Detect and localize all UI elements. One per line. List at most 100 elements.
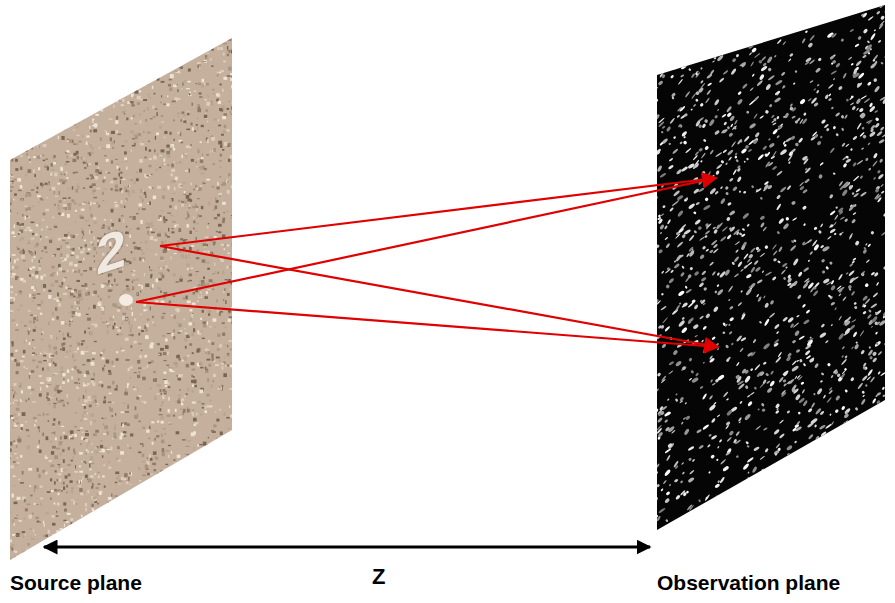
speckle-dot bbox=[218, 192, 220, 193]
speckle-dot bbox=[113, 41, 116, 44]
speckle-dot bbox=[169, 148, 171, 151]
speckle-dot bbox=[10, 186, 13, 188]
speckle-dot bbox=[140, 242, 142, 244]
speckle-dot bbox=[162, 335, 165, 336]
speckle-dot bbox=[81, 62, 84, 63]
speckle-dot bbox=[60, 167, 63, 171]
speckle-dot bbox=[128, 535, 131, 538]
speckle-dot bbox=[195, 271, 199, 272]
speckle-dot bbox=[138, 326, 141, 328]
speckle-dot bbox=[53, 254, 56, 257]
speckle-dot bbox=[118, 98, 121, 101]
speckle-dot bbox=[13, 125, 14, 128]
speckle-dot bbox=[68, 203, 72, 206]
speckle-dot bbox=[13, 383, 16, 386]
speckle-dot bbox=[146, 227, 150, 228]
speckle-dot bbox=[164, 371, 167, 374]
speckle-dot bbox=[198, 158, 200, 159]
speckle-dot bbox=[70, 115, 74, 117]
speckle-dot bbox=[218, 505, 221, 506]
speckle-dot bbox=[18, 479, 20, 480]
speckle-dot bbox=[78, 261, 82, 263]
speckle-dot bbox=[55, 86, 56, 89]
speckle-dot bbox=[29, 111, 31, 114]
speckle-dot bbox=[61, 482, 62, 485]
speckle-dot bbox=[118, 306, 121, 309]
speckle-dot bbox=[96, 447, 98, 448]
speckle-dot bbox=[176, 281, 179, 283]
speckle-dot bbox=[166, 365, 169, 366]
speckle-dot bbox=[163, 313, 166, 314]
speckle-dot bbox=[91, 486, 93, 489]
speckle-dot bbox=[212, 318, 216, 321]
speckle-dot bbox=[197, 348, 200, 352]
speckle-dot bbox=[29, 528, 32, 530]
speckle-dot bbox=[126, 538, 129, 540]
speckle-dot bbox=[61, 426, 64, 427]
speckle-dot bbox=[199, 498, 202, 500]
speckle-dot bbox=[137, 38, 141, 41]
speckle-dot bbox=[108, 550, 110, 553]
speckle-dot bbox=[178, 538, 180, 542]
speckle-dot bbox=[171, 215, 172, 216]
speckle-dot bbox=[207, 226, 209, 229]
speckle-dot bbox=[84, 240, 86, 242]
speckle-dot bbox=[81, 209, 85, 211]
speckle-dot bbox=[138, 493, 142, 495]
speckle-dot bbox=[30, 495, 32, 497]
speckle-dot bbox=[15, 168, 18, 171]
speckle-dot bbox=[219, 312, 221, 316]
speckle-dot bbox=[79, 67, 82, 70]
speckle-dot bbox=[126, 245, 128, 246]
speckle-dot bbox=[110, 93, 112, 96]
speckle-dot bbox=[83, 258, 84, 260]
speckle-dot bbox=[58, 421, 60, 425]
speckle-dot bbox=[190, 557, 191, 560]
speckle-dot bbox=[187, 38, 189, 41]
speckle-dot bbox=[70, 538, 73, 539]
speckle-dot bbox=[32, 135, 33, 137]
speckle-dot bbox=[84, 418, 87, 419]
speckle-dot bbox=[41, 284, 42, 287]
speckle-dot bbox=[12, 387, 13, 388]
speckle-dot bbox=[60, 129, 63, 130]
speckle-dot bbox=[176, 475, 179, 478]
speckle-dot bbox=[223, 291, 225, 293]
speckle-dot bbox=[52, 272, 55, 273]
speckle-dot bbox=[32, 266, 35, 268]
speckle-dot bbox=[39, 223, 41, 226]
speckle-dot bbox=[163, 467, 165, 468]
speckle-dot bbox=[187, 440, 191, 441]
speckle-dot bbox=[84, 248, 85, 250]
speckle-dot bbox=[156, 59, 158, 61]
speckle-dot bbox=[174, 187, 176, 191]
speckle-dot bbox=[52, 523, 54, 526]
speckle-dot bbox=[187, 409, 190, 413]
speckle-dot bbox=[36, 354, 37, 355]
speckle-dot bbox=[49, 229, 52, 230]
speckle-dot bbox=[141, 285, 143, 289]
speckle-dot bbox=[142, 199, 143, 202]
speckle-dot bbox=[57, 479, 58, 481]
speckle-dot bbox=[26, 118, 27, 119]
speckle-dot bbox=[42, 368, 44, 371]
speckle-dot bbox=[215, 482, 218, 485]
speckle-dot bbox=[30, 130, 32, 133]
speckle-dot bbox=[129, 216, 131, 217]
speckle-dot bbox=[149, 426, 151, 429]
speckle-dot bbox=[111, 70, 113, 73]
speckle-dot bbox=[213, 163, 215, 165]
speckle-dot bbox=[37, 195, 41, 197]
speckle-dot bbox=[215, 364, 219, 365]
speckle-dot bbox=[58, 204, 59, 206]
speckle-dot bbox=[25, 499, 26, 501]
speckle-dot bbox=[43, 68, 45, 69]
speckle-dot bbox=[184, 328, 185, 329]
speckle-dot bbox=[88, 400, 92, 401]
speckle-dot bbox=[225, 364, 227, 367]
speckle-dot bbox=[49, 189, 51, 191]
speckle-dot bbox=[184, 454, 186, 455]
speckle-dot bbox=[138, 333, 140, 336]
speckle-dot bbox=[61, 366, 63, 370]
speckle-dot bbox=[126, 516, 128, 519]
